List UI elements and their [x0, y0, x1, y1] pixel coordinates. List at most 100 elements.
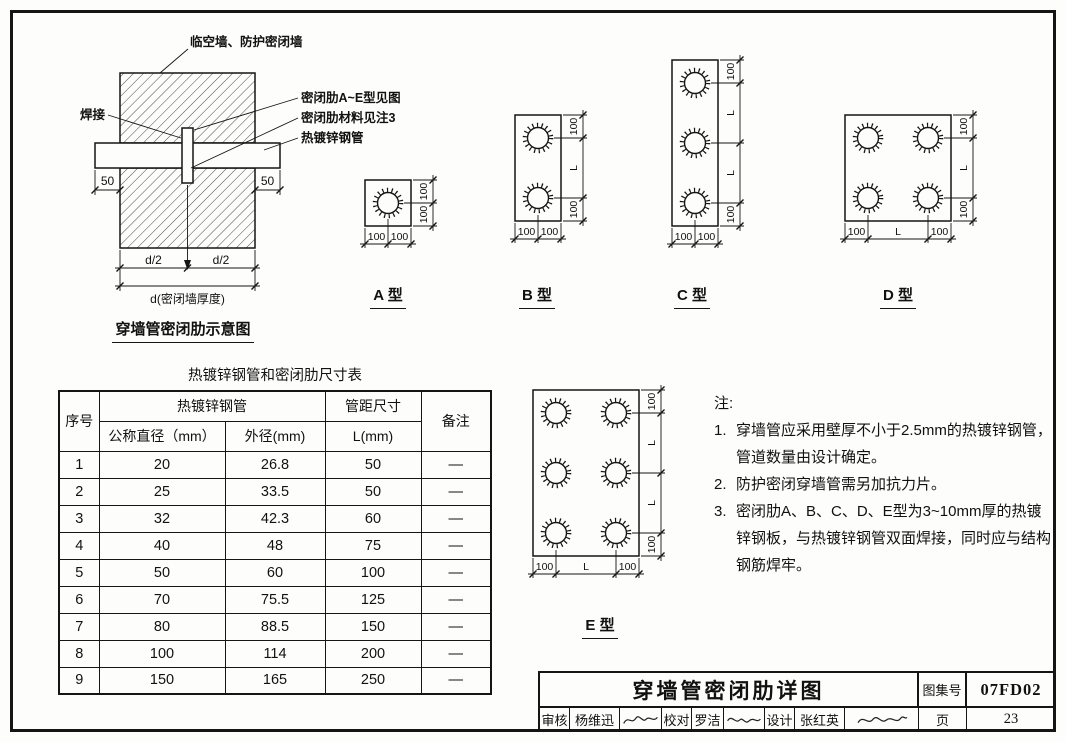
cell: — — [420, 666, 492, 695]
dim-label: L — [646, 440, 658, 446]
cell: 50 — [98, 558, 226, 587]
dim-ticks — [657, 386, 665, 560]
cell: 33.5 — [224, 477, 326, 506]
pipe-hole — [376, 191, 400, 215]
dim-50-lines — [94, 170, 281, 195]
type-c-diagram: 100 100 100 L L 100 — [667, 55, 744, 248]
pipe-hole-serration — [679, 67, 711, 99]
dim-label: 100 — [725, 206, 737, 224]
cell: 165 — [224, 666, 326, 695]
dim-label: 100 — [418, 206, 430, 224]
title-block-row-1: 穿墙管密闭肋详图 图集号 07FD02 — [540, 673, 1055, 708]
cell: 50 — [324, 450, 422, 479]
dim-label: L — [895, 226, 901, 238]
pipe-hole-serration — [372, 187, 404, 219]
dim-lines — [944, 110, 977, 226]
dim-label: 100 — [368, 231, 386, 243]
cell: 70 — [98, 585, 226, 614]
centerline-arrow — [184, 260, 191, 270]
cell: 3 — [58, 504, 100, 533]
type-b-label-text: B 型 — [518, 284, 555, 309]
dim-ticks — [429, 176, 437, 230]
weld-label: 焊接 — [80, 107, 106, 122]
cell: 7 — [58, 612, 100, 641]
cell: 2 — [58, 477, 100, 506]
dim-label: 100 — [391, 231, 409, 243]
dim-label: 100 — [958, 118, 970, 136]
dim-label: L — [725, 170, 737, 176]
dim-ticks — [91, 186, 284, 194]
cell: 88.5 — [224, 612, 326, 641]
pipe-hole — [526, 186, 550, 210]
cell: — — [420, 585, 492, 614]
dim-label: 100 — [568, 201, 580, 219]
pipe-hole-serration — [912, 182, 944, 214]
note-text: 密闭肋A、B、C、D、E型为3~10mm厚的热镀锌钢板，与热镀锌钢管双面焊接，同… — [736, 503, 1052, 574]
notes: 注: 1. 穿墙管应采用壁厚不小于2.5mm的热镀锌钢管，管道数量由设计确定。 … — [714, 390, 1052, 579]
cell: — — [420, 477, 492, 506]
dim-ticks — [361, 240, 415, 248]
cell: 150 — [324, 612, 422, 641]
pipe-hole-serration — [600, 457, 632, 489]
dim-lines — [404, 175, 437, 231]
dim-label: 100 — [646, 536, 658, 554]
cell: 60 — [324, 504, 422, 533]
pipe-dimension-table: 序号 热镀锌钢管 管距尺寸 备注 公称直径（mm） 外径(mm) L(mm) 1… — [58, 390, 492, 695]
type-d-label-text: D 型 — [879, 284, 916, 309]
dim-label-50-right: 50 — [261, 174, 275, 188]
dim-lines — [711, 55, 744, 231]
cell: 75 — [324, 531, 422, 560]
section-diagram: 临空墙、防护密闭墙 焊接 密闭肋A~E型见图 密闭肋材料见注3 热镀锌钢管 50… — [80, 34, 401, 306]
leader-rib-material-label — [190, 117, 299, 169]
dim-label: 100 — [568, 118, 580, 136]
plate-outline — [514, 114, 562, 222]
dim-ticks — [116, 264, 259, 290]
dim-label: 100 — [848, 226, 866, 238]
pipe-hole — [916, 126, 940, 150]
dim-ticks — [969, 111, 977, 225]
dim-label: L — [646, 500, 658, 506]
dim-label: 100 — [418, 183, 430, 201]
type-e-label-text: E 型 — [582, 614, 618, 639]
dim-label: L — [583, 561, 589, 573]
cell: 75.5 — [224, 585, 326, 614]
note-item: 2. 防护密闭穿墙管需另加抗力片。 — [714, 471, 1052, 498]
cell: — — [420, 639, 492, 668]
col-header-outer: 外径(mm) — [224, 420, 326, 452]
dim-ticks — [841, 235, 955, 243]
type-e-label: E 型 — [560, 614, 640, 639]
signature-scribble — [727, 717, 761, 723]
cell: — — [420, 558, 492, 587]
cell: 6 — [58, 585, 100, 614]
plate-outline — [532, 389, 640, 557]
pipe-hole-serration — [522, 182, 554, 214]
pipe-hole — [683, 191, 707, 215]
pipe-hole — [856, 186, 880, 210]
leader-weld-label — [107, 114, 182, 139]
cell: 200 — [324, 639, 422, 668]
pipe-hole-serration — [522, 122, 554, 154]
cell: 5 — [58, 558, 100, 587]
pipe-hole — [544, 461, 568, 485]
pipe-hole-serration — [600, 517, 632, 549]
dim-label: 100 — [675, 231, 693, 243]
checker-label: 校对 — [662, 708, 692, 731]
dim-label: 100 — [725, 63, 737, 81]
page-number: 23 — [1003, 711, 1019, 727]
type-c-label-text: C 型 — [673, 284, 710, 309]
dim-label: 100 — [619, 561, 637, 573]
title-block-row-2: 审核 杨维迅 校对 罗洁 设计 张红英 页 23 — [540, 708, 1053, 731]
signature-scribble — [856, 715, 907, 723]
dim-ticks — [736, 56, 744, 230]
type-d-label: D 型 — [858, 284, 938, 309]
checker-signature — [724, 708, 765, 731]
pipe-hole — [856, 126, 880, 150]
drawing-title: 穿墙管密闭肋详图 — [540, 673, 919, 708]
reviewer-name: 杨维迅 — [570, 708, 620, 731]
note-text: 防护密闭穿墙管需另加抗力片。 — [736, 476, 947, 493]
pipe-hole-serration — [540, 517, 572, 549]
